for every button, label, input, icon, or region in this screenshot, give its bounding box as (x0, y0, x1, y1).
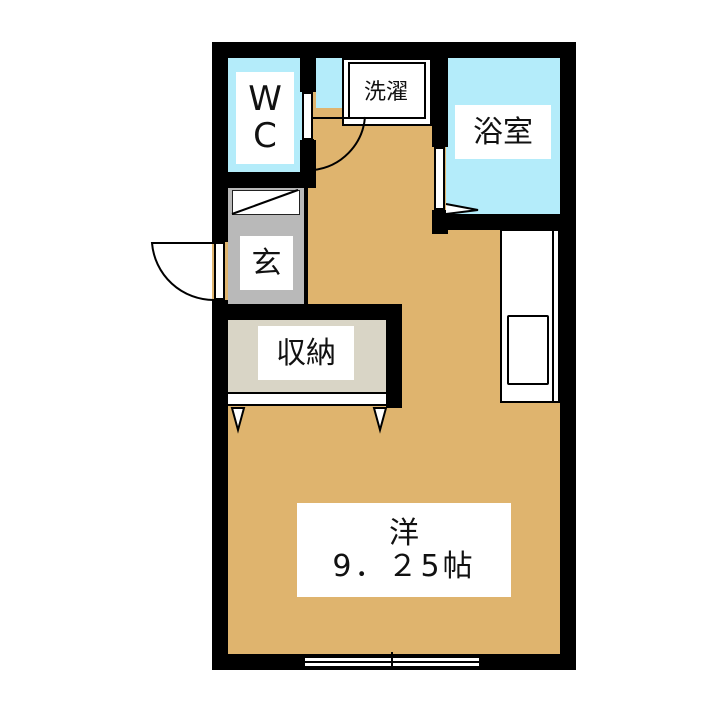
storage-label: 収納 (258, 326, 354, 380)
western-room-label: 洋 9．２5帖 (297, 503, 511, 597)
wall-left-upper (212, 42, 228, 242)
wall-right (560, 42, 576, 670)
wall-storage-top (212, 304, 402, 320)
western-room-size: 9．２5帖 (332, 549, 476, 584)
wall-storage-right (386, 304, 402, 408)
laundry-label: 洗濯 (363, 79, 408, 105)
bath-door-jamb (434, 147, 445, 210)
wc-label-line1: W (248, 78, 282, 119)
kitchen-edge-line (552, 229, 554, 403)
wall-bath-left-upper (432, 42, 448, 147)
storage-door-track (228, 392, 386, 406)
entrance-door-jamb (214, 242, 225, 300)
bath-label: 浴室 (455, 105, 551, 159)
wall-bath-bottom (432, 214, 576, 230)
western-room-type: 洋 (389, 516, 419, 551)
wall-entrance-right (304, 188, 308, 305)
wc-door-jamb (302, 92, 313, 140)
entrance-label: 玄 (240, 236, 293, 290)
kitchen-sink (507, 315, 549, 385)
wc-label-line2: C (253, 116, 277, 156)
laundry-pan (342, 58, 432, 126)
wall-wc-bottom (212, 172, 316, 188)
wall-left-lower (212, 300, 228, 670)
wc-label: W C (236, 72, 294, 164)
wall-wc-right (300, 42, 316, 92)
